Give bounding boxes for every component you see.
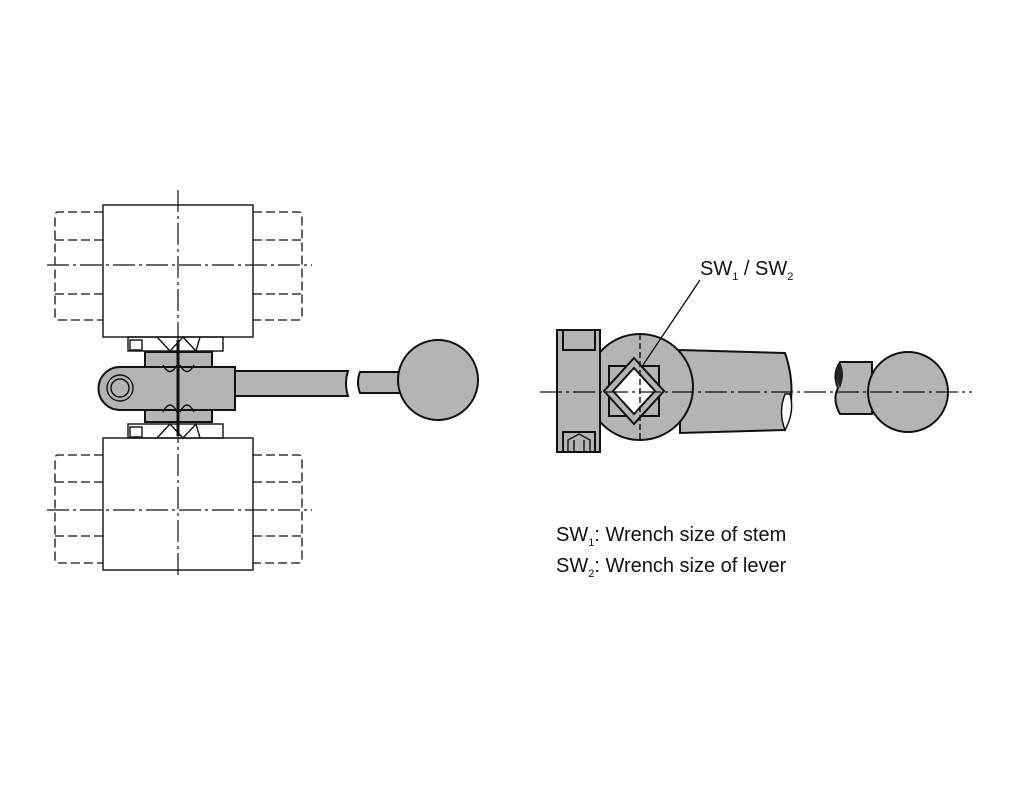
- stem-packing: [127, 335, 224, 440]
- callout-label: SW1 / SW2: [700, 258, 794, 283]
- lever-top-view: [540, 279, 972, 453]
- legend-sw2: SW2: Wrench size of lever: [556, 555, 787, 580]
- hex-socket-icon: [106, 374, 134, 402]
- bottom-valve-body: [47, 437, 312, 571]
- legend-sw1: SW1: Wrench size of stem: [556, 524, 787, 549]
- top-valve-body: [47, 204, 312, 338]
- callout-leader-line: [642, 279, 701, 366]
- lever-side-view: [97, 339, 479, 436]
